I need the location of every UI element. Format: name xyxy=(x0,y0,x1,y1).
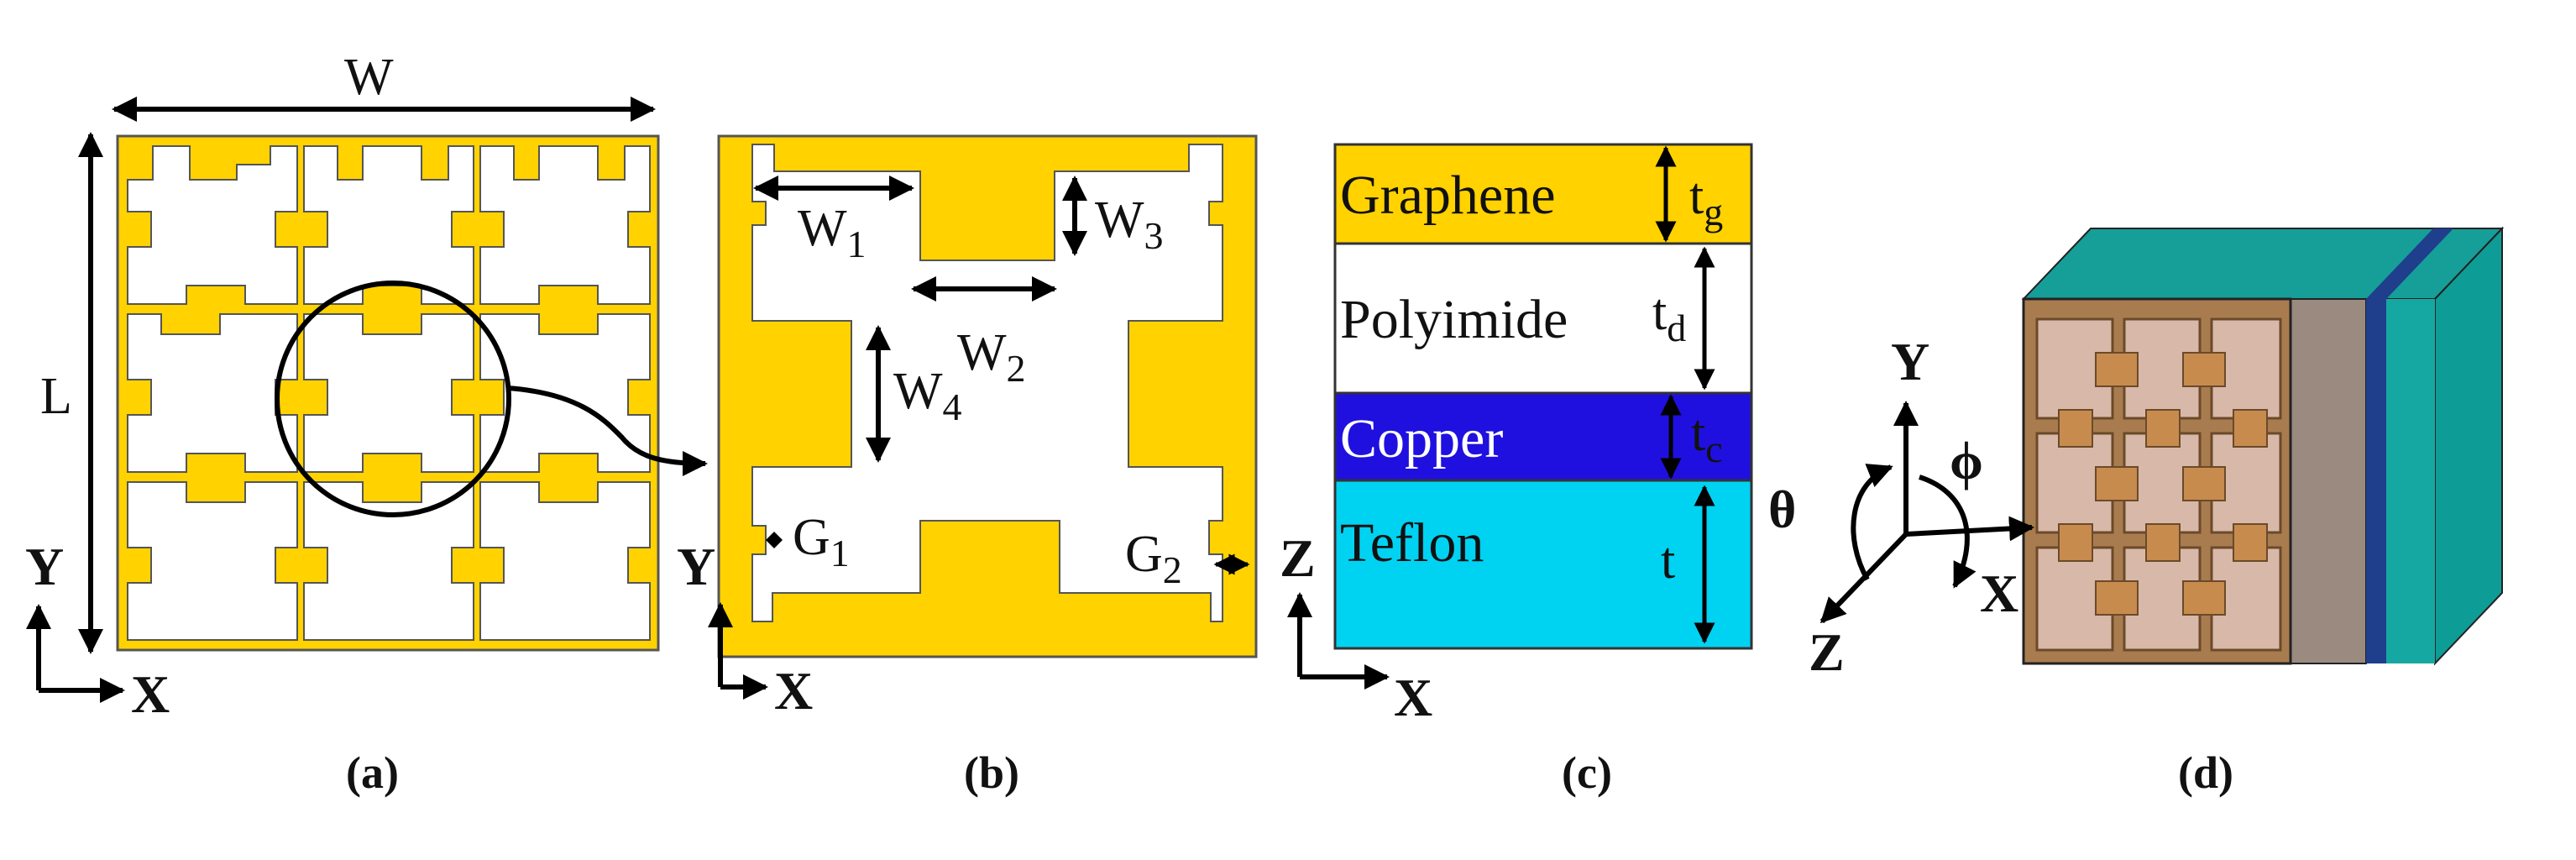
cube-tab xyxy=(2233,523,2268,562)
cube-tab xyxy=(2058,409,2093,448)
layer-polyimide xyxy=(1333,242,1753,395)
panel-a-cell xyxy=(303,481,474,641)
panel-a-cell xyxy=(127,481,298,641)
cube-tab xyxy=(2182,466,2226,501)
cube-top-stripe xyxy=(2366,228,2453,299)
panel-b-w1-label: W1 xyxy=(798,200,867,265)
cube-tab xyxy=(2095,580,2139,616)
layer-copper-thickness: tc xyxy=(1691,405,1723,470)
panel-c-axis-x-label: X xyxy=(1394,668,1432,727)
panel-d-axis-x-label: X xyxy=(1980,564,2018,623)
cube-tab xyxy=(2182,580,2226,616)
panel-a: W L Y X (a) xyxy=(25,49,708,798)
panel-a-cell xyxy=(479,145,651,305)
panel-d: Y X Z θ ϕ (d) xyxy=(1768,226,2505,798)
panel-d-phi-arc xyxy=(1919,475,1977,589)
panel-a-axis-x-label: X xyxy=(131,664,170,724)
panel-b-g2-label: G2 xyxy=(1125,526,1182,591)
panel-d-caption: (d) xyxy=(2178,747,2233,798)
panel-a-caption: (a) xyxy=(346,747,399,798)
layer-polyimide-name: Polyimide xyxy=(1340,289,1568,350)
layer-graphene xyxy=(1333,143,1753,245)
panel-d-axis-z-label: Z xyxy=(1809,622,1845,682)
panel-a-axis-y-label: Y xyxy=(25,537,64,596)
panel-a-cell xyxy=(303,145,474,305)
panel-a-zoom-pointer xyxy=(506,385,708,476)
cube-tab xyxy=(2233,409,2268,448)
cube-layer-copper xyxy=(2366,299,2386,663)
cube-tab xyxy=(2095,466,2139,501)
cube-layer-teflon xyxy=(2386,299,2435,663)
layer-copper-name: Copper xyxy=(1340,408,1503,469)
panel-a-length-label: L xyxy=(40,368,72,425)
panel-b-g1-marker xyxy=(766,532,783,548)
panel-a-zoom-circle xyxy=(275,281,511,517)
panel-a-cell-grid xyxy=(127,145,651,641)
panel-c-caption: (c) xyxy=(1562,747,1612,798)
panel-a-cell xyxy=(127,145,298,305)
panel-b-w4-label: W4 xyxy=(893,363,962,428)
layer-teflon-name: Teflon xyxy=(1340,512,1484,574)
layer-polyimide-thickness: td xyxy=(1652,284,1686,349)
layer-copper xyxy=(1333,391,1753,482)
panel-a-cell xyxy=(479,481,651,641)
panel-a-cell xyxy=(127,313,298,473)
panel-d-phi-label: ϕ xyxy=(1950,431,1983,490)
layer-graphene-name: Graphene xyxy=(1340,165,1556,226)
layer-teflon xyxy=(1333,479,1753,650)
panel-a-cell xyxy=(303,313,474,473)
panel-c-axis-z-label: Z xyxy=(1280,528,1316,588)
cube-layer-polyimide xyxy=(2290,298,2367,664)
layer-teflon-thickness: t xyxy=(1661,532,1675,590)
cube-side-face xyxy=(2434,226,2503,666)
panel-a-width-label: W xyxy=(344,49,394,106)
cube-tab xyxy=(2145,409,2181,448)
panel-b: W1 W2 W3 W4 G1 G2 Y X (b) xyxy=(677,134,1258,798)
panel-b-caption: (b) xyxy=(964,747,1019,798)
panel-b-g1-label: G1 xyxy=(793,509,850,574)
cube-front-cells xyxy=(2035,317,2282,652)
panel-b-w3-label: W3 xyxy=(1095,191,1164,257)
panel-a-cell xyxy=(479,313,651,473)
panel-b-axis-y-label: Y xyxy=(677,537,715,596)
panel-c: Graphene Polyimide Copper Teflon tg td t… xyxy=(1280,143,1753,798)
layer-graphene-thickness: tg xyxy=(1689,168,1723,233)
panel-b-slot-pattern xyxy=(751,144,1223,622)
panel-b-axis-x-label: X xyxy=(774,661,813,721)
cube-tab xyxy=(2095,352,2139,387)
panel-b-w2-label: W2 xyxy=(957,324,1026,390)
cube-tab xyxy=(2182,352,2226,387)
panel-d-theta-label: θ xyxy=(1768,480,1796,539)
cube-tab xyxy=(2145,523,2181,562)
panel-d-theta-arc xyxy=(1851,464,1893,581)
panel-d-axis-y-label: Y xyxy=(1891,332,1929,391)
cube-tab xyxy=(2058,523,2093,562)
